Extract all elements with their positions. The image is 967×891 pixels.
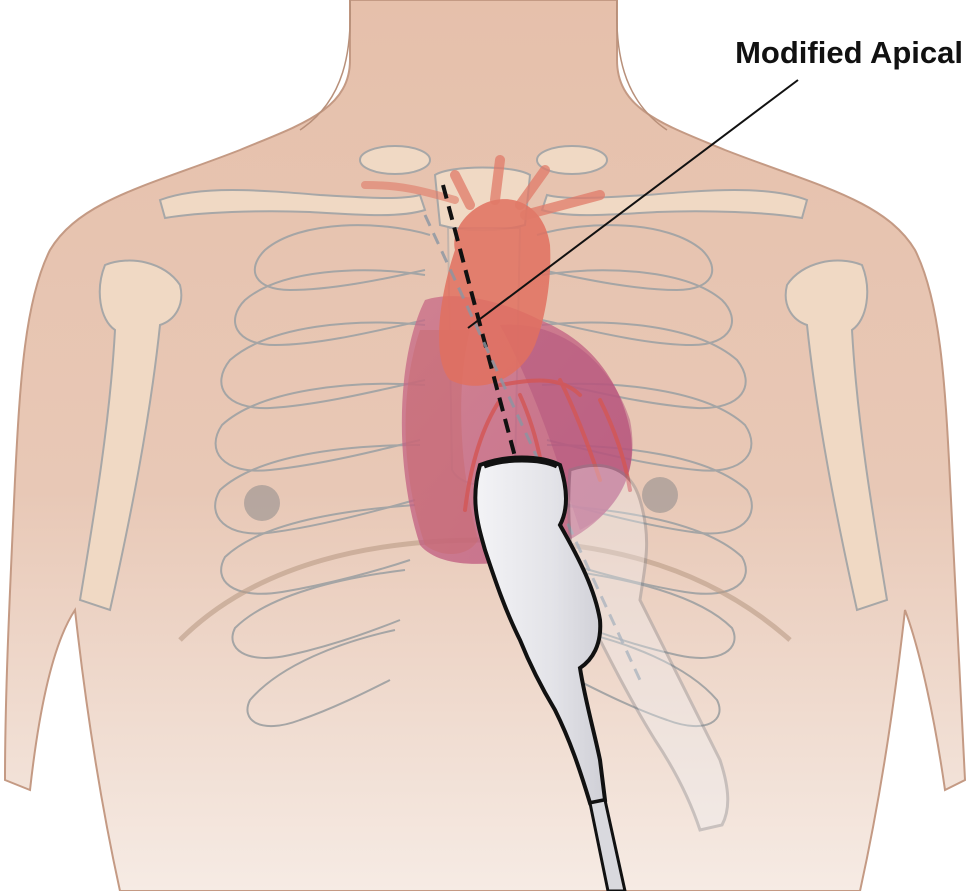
nipple-right: [642, 477, 678, 513]
view-label: Modified Apical: [735, 35, 963, 70]
nipple-left: [244, 485, 280, 521]
clavicle-head-left: [360, 146, 430, 174]
